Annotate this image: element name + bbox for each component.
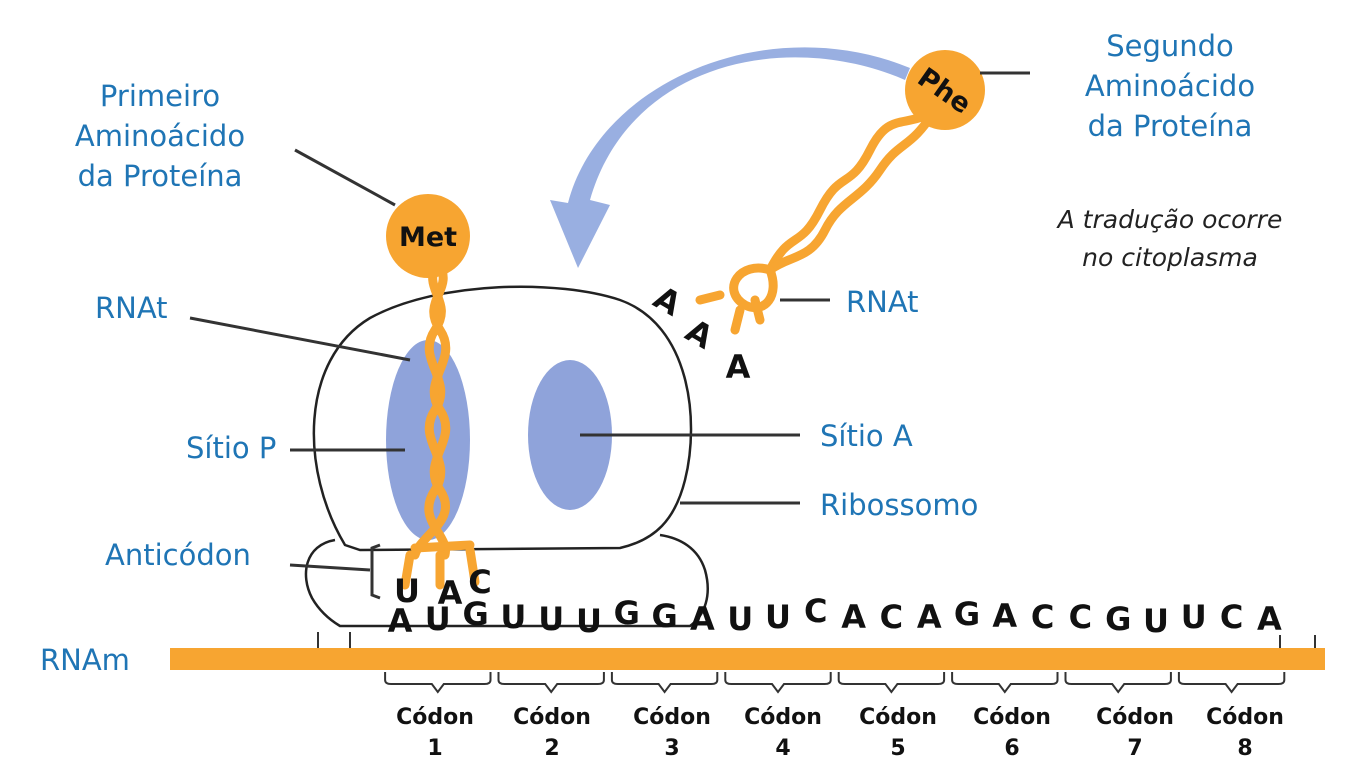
codon-word: Códon — [396, 705, 474, 730]
mrna-base: G — [614, 594, 640, 632]
codon-word: Códon — [513, 705, 591, 730]
ribosome-small-subunit — [304, 533, 709, 628]
codon-number: 7 — [1127, 736, 1142, 761]
mrna-base: C — [1069, 598, 1092, 636]
mrna-base: A — [841, 598, 866, 636]
mrna-ticks — [317, 632, 1316, 648]
note-line2: no citoplasma — [1082, 243, 1258, 272]
trna-right-label: RNAt — [846, 285, 919, 319]
mrna-base: G — [651, 597, 677, 635]
codon-labels: Códon 1 Códon 2 Códon 3 Códon 4 Códon 5 Códon 6 Códo… — [396, 705, 1284, 761]
first-aa-line2: Aminoácido — [75, 119, 245, 153]
codon-word: Códon — [633, 705, 711, 730]
mrna-base: A — [690, 600, 715, 638]
codon-number: 6 — [1004, 736, 1019, 761]
mrna-base: G — [1105, 600, 1131, 638]
ribosome-large-subunit — [312, 285, 693, 552]
codon-number: 4 — [775, 736, 790, 761]
mrna-base: A — [1257, 600, 1282, 638]
incoming-base-1: A — [647, 278, 688, 323]
mrna-base: A — [388, 602, 413, 640]
mrna-base: A — [917, 598, 942, 636]
mrna-base: U — [500, 598, 526, 636]
codon-word: Códon — [859, 705, 937, 730]
codon-brace — [610, 672, 719, 694]
site-a-label: Sítio A — [820, 419, 913, 453]
codon-brace — [1064, 672, 1172, 694]
codon-brace — [951, 672, 1059, 694]
mrna-base: U — [538, 600, 564, 638]
codon-number: 1 — [427, 736, 442, 761]
mrna-base: U — [1181, 598, 1207, 636]
codon-brace — [837, 672, 946, 694]
first-aa-line3: da Proteína — [78, 159, 243, 193]
second-aa-line3: da Proteína — [1088, 109, 1253, 143]
mrna-base: G — [954, 595, 980, 633]
mrna-strand — [170, 648, 1325, 670]
mrna-base: U — [1143, 602, 1169, 640]
site-p-label: Sítio P — [186, 431, 276, 465]
codon-word: Códon — [973, 705, 1051, 730]
first-aa-line1: Primeiro — [100, 79, 220, 113]
mrna-base: U — [425, 600, 451, 638]
note-line1: A tradução ocorre — [1056, 205, 1283, 234]
second-aa-line2: Aminoácido — [1085, 69, 1255, 103]
second-aa-line1: Segundo — [1106, 29, 1234, 63]
anticodon-label: Anticódon — [105, 538, 251, 572]
codon-braces — [384, 672, 1286, 694]
movement-arrow — [550, 47, 910, 268]
codon-number: 3 — [664, 736, 679, 761]
codon-word: Códon — [1206, 705, 1284, 730]
met-amino-acid — [386, 194, 470, 278]
anticodon-base-2: A — [438, 574, 463, 612]
trna-incoming — [695, 105, 940, 335]
mrna-base: C — [1220, 598, 1243, 636]
codon-number: 2 — [544, 736, 559, 761]
leader-lines — [189, 71, 1030, 600]
mrna-base: C — [1031, 598, 1054, 636]
mrna-base: C — [880, 598, 903, 636]
codon-brace — [724, 672, 832, 694]
codon-word: Códon — [744, 705, 822, 730]
codon-word: Códon — [1096, 705, 1174, 730]
incoming-base-2: A — [679, 311, 720, 356]
mrna-base: A — [992, 597, 1017, 635]
trna-p-site — [400, 257, 480, 590]
anticodon-base-3: C — [468, 563, 491, 601]
codon-number: 8 — [1237, 736, 1252, 761]
anticodon-base-1: U — [394, 572, 420, 610]
mrna-label: RNAm — [40, 643, 130, 677]
ribosome-label: Ribossomo — [820, 488, 978, 522]
trna-left-label: RNAt — [95, 291, 168, 325]
incoming-base-3: A — [726, 348, 751, 386]
mrna-base: U — [765, 598, 791, 636]
mrna-base: G — [462, 595, 488, 633]
codon-number: 5 — [890, 736, 905, 761]
codon-brace — [497, 672, 605, 694]
codon-brace — [1177, 672, 1286, 694]
site-a-region — [528, 360, 612, 510]
codon-brace — [384, 672, 492, 694]
met-label: Met — [399, 222, 457, 253]
mrna-base: U — [576, 602, 602, 640]
mrna-base: U — [727, 600, 753, 638]
mrna-base: C — [804, 592, 827, 630]
phe-amino-acid — [905, 50, 985, 130]
